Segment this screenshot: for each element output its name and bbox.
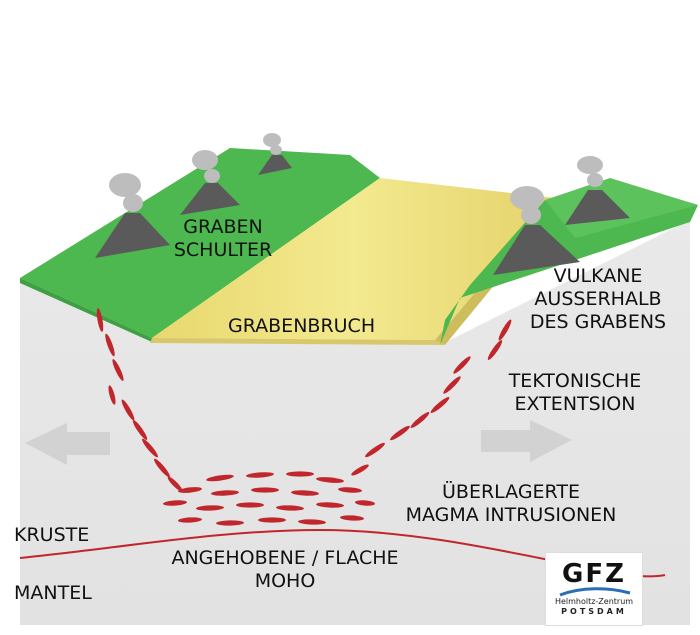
magma-lens: [196, 505, 224, 511]
magma-lens: [246, 472, 274, 478]
magma-lens: [132, 420, 148, 440]
magma-lens: [178, 487, 202, 493]
label-tektonische: TEKTONISCHE EXTENTSION: [490, 370, 660, 416]
label-kruste: KRUSTE: [14, 524, 90, 546]
magma-lens: [443, 376, 461, 394]
volcano-1: [95, 213, 170, 258]
volcano-5: [565, 190, 630, 225]
label-vulkane-3: DES GRABENS: [529, 311, 667, 333]
label-moho: ANGEHOBENE / FLACHE MOHO: [150, 547, 420, 593]
label-moho-1: ANGEHOBENE / FLACHE: [171, 547, 399, 569]
magma-lens: [163, 500, 187, 506]
volcano-2: [180, 183, 240, 215]
volcano-3: [258, 155, 292, 175]
magma-lens: [216, 520, 244, 526]
label-schulter: SCHULTER: [173, 239, 273, 261]
magma-lens: [178, 517, 202, 523]
magma-lens: [365, 442, 385, 458]
magma-lens: [430, 397, 450, 413]
label-vulkane-2: AUSSERHALB: [534, 288, 662, 310]
label-graben: GRABEN: [183, 216, 263, 238]
magma-lens: [410, 412, 430, 428]
magma-lens: [105, 333, 115, 357]
magma-lens: [487, 340, 503, 360]
label-ueberlagerte-1: ÜBERLAGERTE: [442, 481, 580, 503]
magma-lens: [340, 515, 364, 521]
magma-lens: [286, 471, 314, 477]
magma-lens: [206, 474, 234, 482]
label-vulkane: VULKANE AUSSERHALB DES GRABENS: [528, 265, 668, 334]
magma-lens: [236, 502, 264, 508]
magma-lens: [316, 502, 344, 508]
magma-lens: [298, 519, 326, 525]
magma-lens: [338, 487, 362, 493]
label-ueberlagerte-2: MAGMA INTRUSIONEN: [405, 504, 617, 526]
magma-lens: [316, 477, 344, 483]
magma-lens: [498, 319, 512, 341]
label-moho-2: MOHO: [254, 570, 316, 592]
magma-lens: [390, 425, 410, 441]
magma-lens: [108, 385, 116, 405]
magma-lens: [276, 505, 304, 511]
label-tektonische-1: TEKTONISCHE: [508, 370, 642, 392]
gfz-logo-line2: POTSDAM: [561, 607, 627, 616]
magma-lens: [121, 399, 135, 421]
gfz-logo-line1: Helmholtz-Zentrum: [554, 597, 634, 606]
magma-lens: [211, 490, 239, 496]
magma-lens: [355, 500, 375, 506]
magma-lens: [142, 438, 158, 458]
magma-lens: [154, 458, 170, 478]
magma-lens: [96, 308, 104, 332]
label-tektonische-2: EXTENTSION: [514, 393, 636, 415]
magma-lens: [251, 487, 279, 493]
magma-intrusions: [96, 308, 512, 526]
magma-lens: [453, 356, 471, 374]
left-arrow: [25, 423, 110, 465]
left-shoulder: [20, 148, 380, 338]
label-vulkane-1: VULKANE: [553, 265, 643, 287]
smoke-plumes: [109, 133, 603, 224]
graben-floor: [152, 178, 555, 340]
gfz-logo: GFZ Helmholtz-Zentrum POTSDAM: [545, 552, 643, 626]
label-ueberlagerte: ÜBERLAGERTE MAGMA INTRUSIONEN: [380, 481, 642, 527]
crust-block: [20, 220, 690, 625]
label-grabenbruch: GRABENBRUCH: [228, 315, 376, 337]
label-graben-schulter: GRABEN SCHULTER: [168, 216, 278, 262]
magma-lens: [351, 464, 369, 476]
left-shoulder-edge: [20, 278, 152, 342]
label-mantel: MANTEL: [14, 582, 92, 604]
gfz-logo-text: GFZ: [562, 559, 626, 589]
magma-lens: [291, 490, 319, 496]
volcano-4: [493, 225, 580, 275]
magma-lens: [112, 359, 124, 381]
gfz-logo-swoosh: [559, 587, 631, 597]
graben-front: [150, 338, 445, 345]
right-arrow: [481, 420, 572, 462]
magma-lens: [167, 476, 183, 492]
magma-lens: [258, 517, 286, 523]
